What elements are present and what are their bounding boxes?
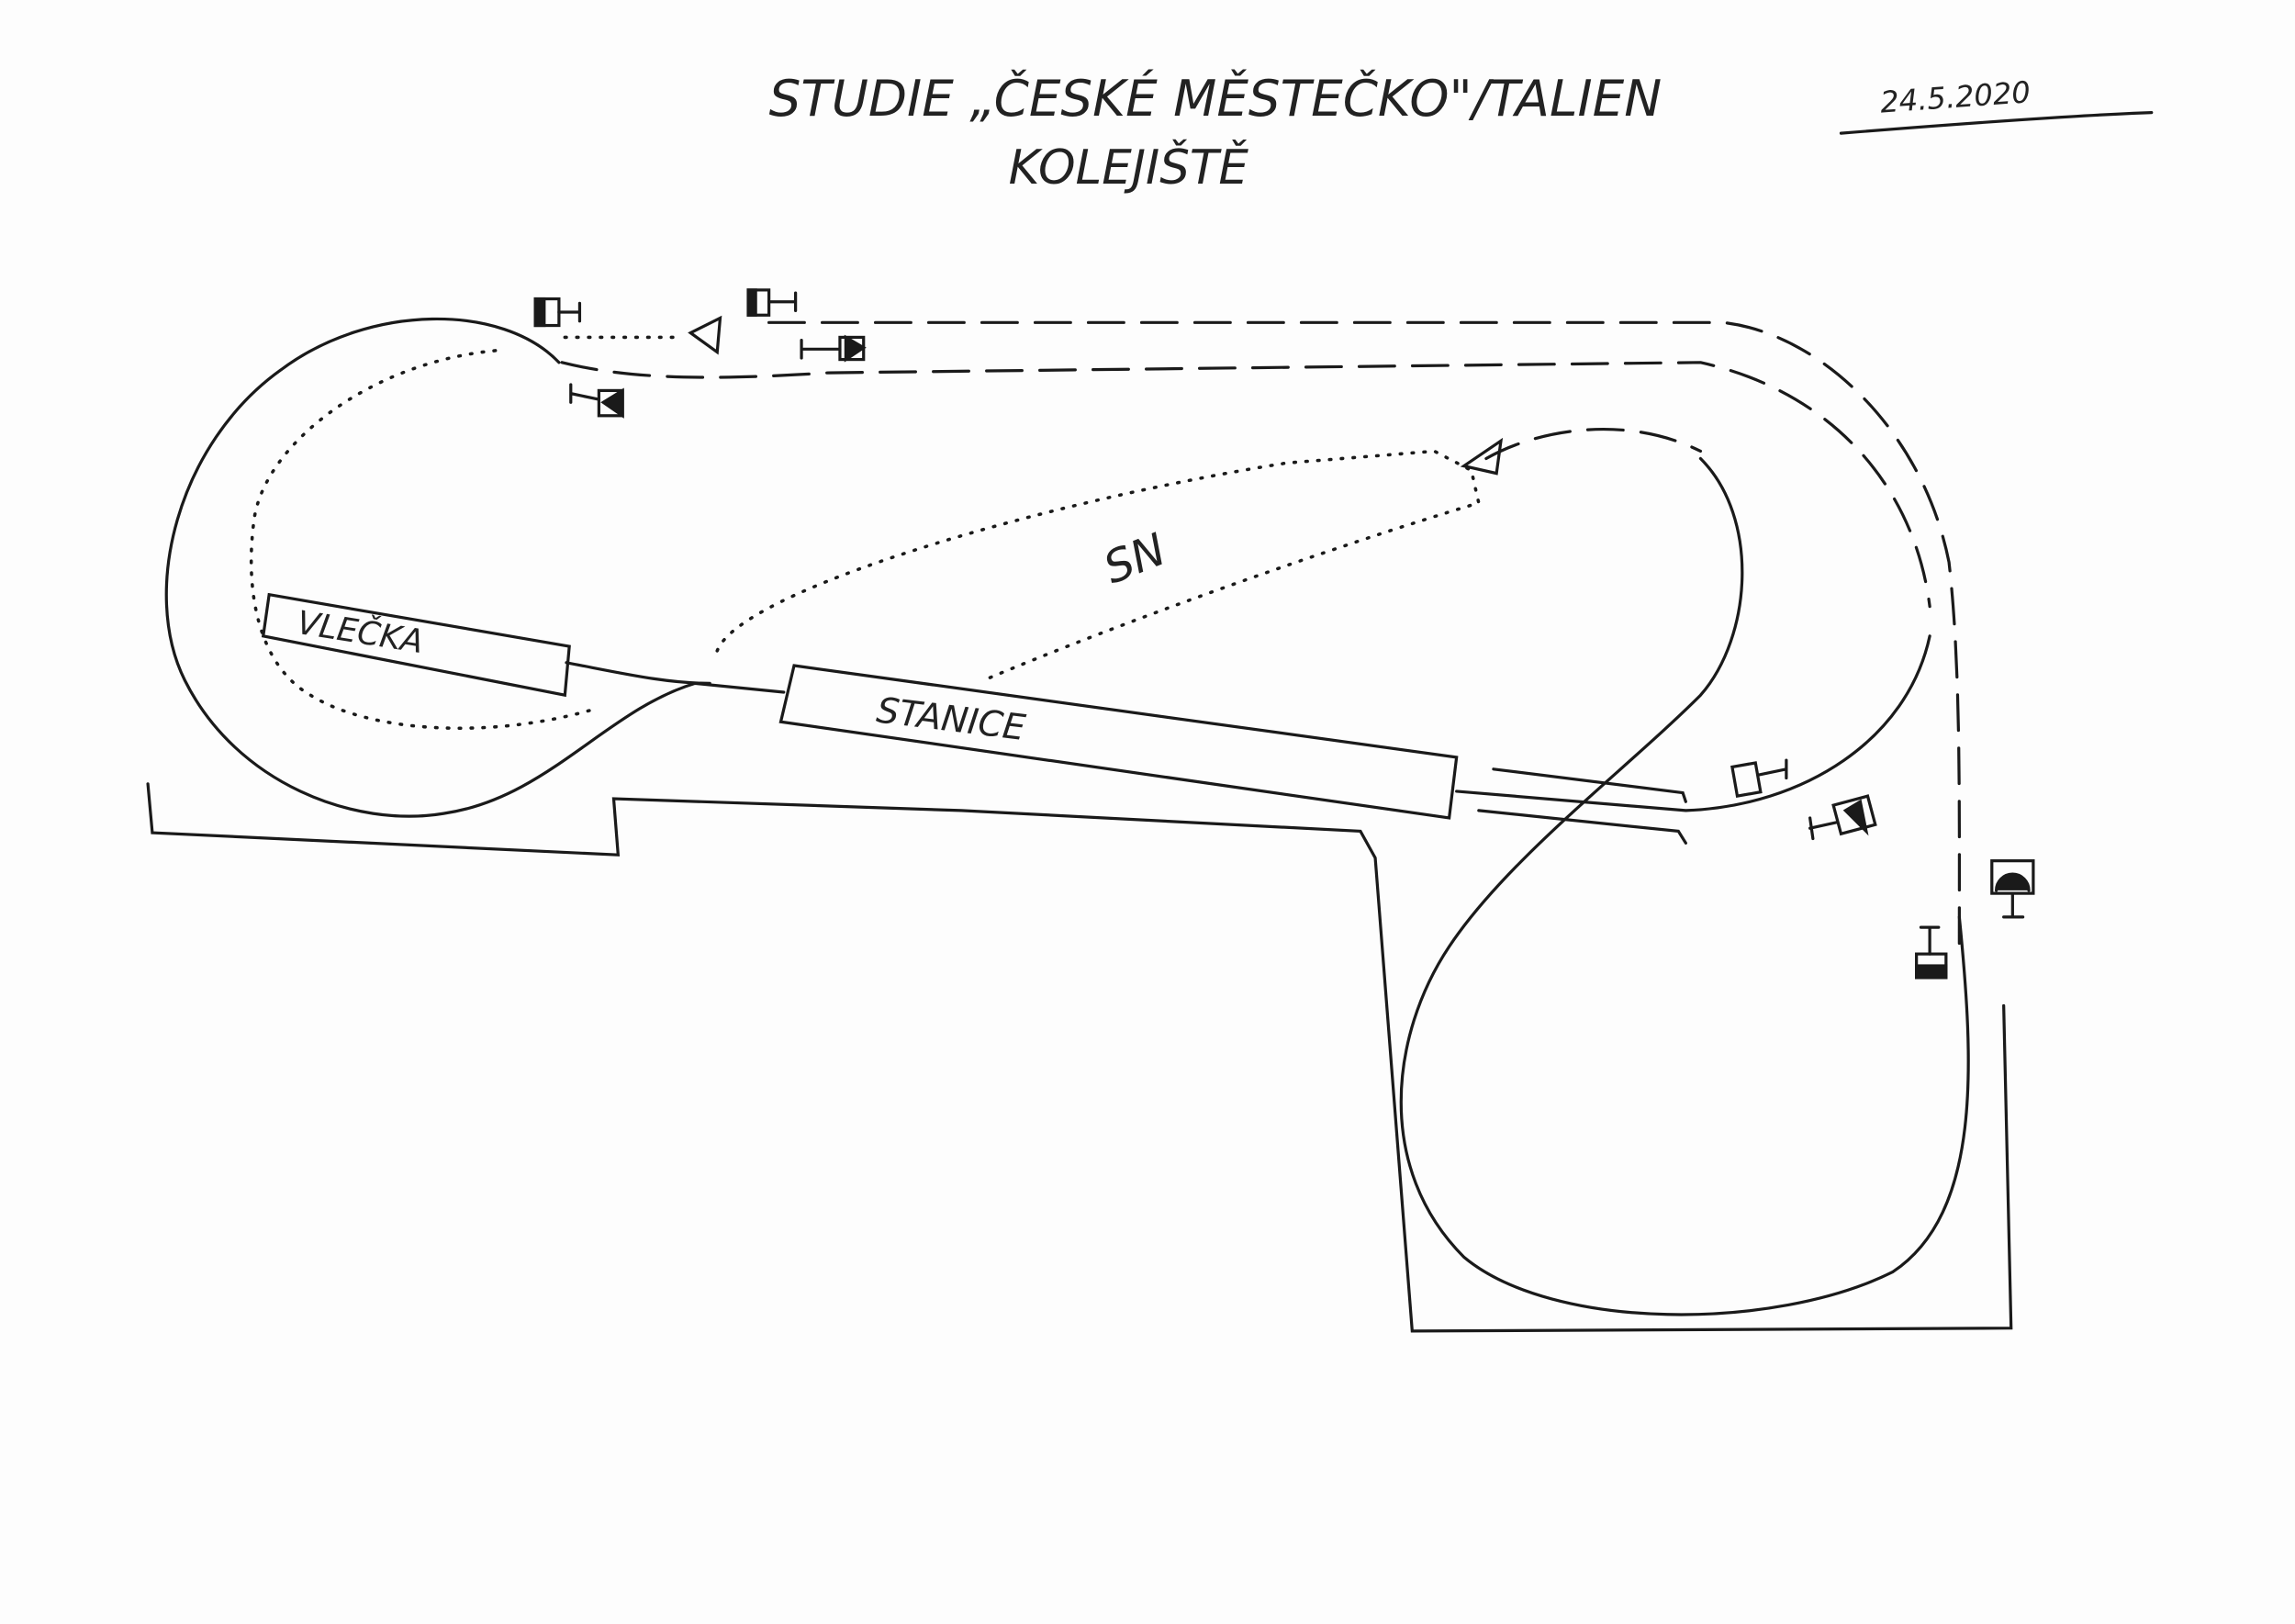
left-return-loop <box>164 317 786 818</box>
signal-icon <box>533 297 582 328</box>
signal-icon <box>1808 794 1877 841</box>
baseboard-outline <box>146 782 2013 1333</box>
hidden-station-tracks <box>715 449 1481 682</box>
figure-eight-loop <box>1399 456 1970 1316</box>
siding-label: VLEČKA <box>295 603 426 661</box>
date-underline <box>1839 110 2154 135</box>
signal-icon <box>1915 925 1948 980</box>
signal-icon <box>746 288 798 317</box>
subtitle: KOLEJIŠTĚ <box>1009 139 1249 196</box>
signal-icon <box>1730 758 1788 799</box>
station-label: STANICE <box>874 690 1028 750</box>
station-exit-track <box>1455 634 1931 812</box>
hidden-inner-track <box>560 361 1931 609</box>
station-track-3 <box>1477 809 1687 845</box>
buffer-stop-icon <box>688 315 722 355</box>
siding-track <box>565 661 711 685</box>
hidden-station-label: SN <box>1097 524 1173 595</box>
date: 24.5.2020 <box>1879 74 2032 119</box>
signal-icon <box>1990 859 2035 919</box>
station-track-2 <box>1492 767 1687 803</box>
signal-icon <box>569 383 624 419</box>
station-building: STANICE <box>778 664 1459 820</box>
hidden-loop-entry <box>1484 427 1703 461</box>
hidden-outer-track <box>767 320 1962 948</box>
hidden-left-track <box>249 349 594 730</box>
siding-building: VLEČKA <box>261 592 571 698</box>
signal-icon <box>800 334 867 363</box>
title: STUDIE „ČESKÉ MĚSTEČKO"/TALIEN <box>769 69 1662 128</box>
buffer-stop-icon <box>1460 437 1504 476</box>
